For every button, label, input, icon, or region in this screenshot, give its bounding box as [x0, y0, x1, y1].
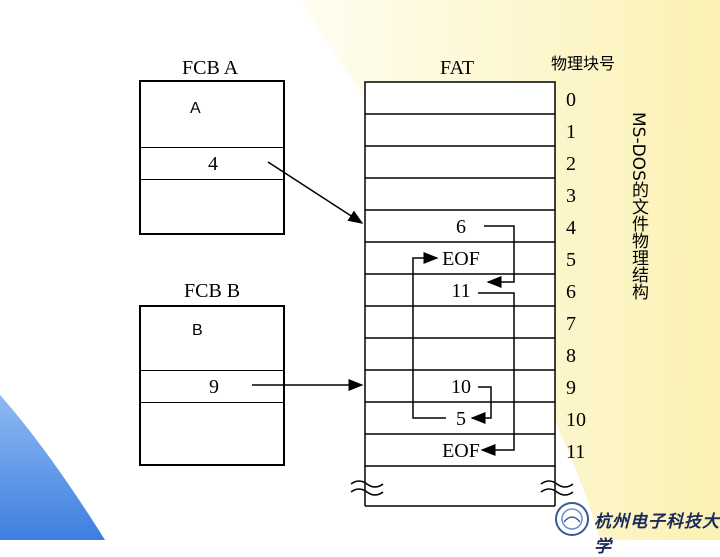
- chain-a-6-to-11: [478, 292, 515, 456]
- fcb-a-name: A: [190, 100, 201, 117]
- block-number-1: 1: [566, 121, 576, 143]
- block-number-4: 4: [566, 217, 576, 239]
- fcb-a-title: FCB A: [182, 57, 239, 79]
- block-number-2: 2: [566, 153, 576, 175]
- logo-emblem-icon: [555, 502, 589, 536]
- fcb-a-pointer-arrow: [267, 161, 364, 224]
- fcb-a-divider: [141, 147, 283, 148]
- blue-corner: [0, 395, 105, 540]
- block-number-8: 8: [566, 345, 576, 367]
- block-number-11: 11: [566, 441, 586, 463]
- block-number-10: 10: [566, 409, 586, 431]
- block-number-9: 9: [566, 377, 576, 399]
- fcb-a-box: A 4: [139, 80, 285, 235]
- block-number-7: 7: [566, 313, 576, 335]
- fcb-b-start-block: 9: [209, 376, 219, 398]
- fcb-b-divider: [141, 402, 283, 403]
- fat-entry-5: EOF: [442, 248, 480, 270]
- block-number-header: 物理块号: [551, 54, 616, 73]
- fcb-a-divider: [141, 179, 283, 180]
- fcb-a-start-block: 4: [208, 153, 218, 175]
- fat-entry-10: 5: [456, 408, 466, 430]
- block-number-3: 3: [566, 185, 576, 207]
- fcb-b-title: FCB B: [184, 280, 241, 302]
- fat-entry-6: 11: [451, 280, 471, 302]
- chain-a-4-to-6: [484, 225, 515, 288]
- fat-title: FAT: [440, 57, 475, 79]
- fat-rows: [365, 113, 555, 435]
- chain-b-10-to-5: [412, 252, 446, 419]
- fat-entry-11: EOF: [442, 440, 480, 462]
- university-logo: [555, 502, 589, 536]
- fat-entry-9: 10: [451, 376, 471, 398]
- logo-text: 杭州电子科技大学: [594, 512, 720, 557]
- break-mark-right: [540, 480, 574, 496]
- fat-table: [252, 81, 574, 507]
- block-number-0: 0: [566, 89, 576, 111]
- block-number-5: 5: [566, 249, 576, 271]
- chain-b-9-to-10: [470, 386, 492, 424]
- fat-entry-4: 6: [456, 216, 466, 238]
- block-number-6: 6: [566, 281, 576, 303]
- fcb-b-divider: [141, 370, 283, 371]
- break-mark-left: [350, 480, 384, 496]
- fcb-b-name: B: [192, 322, 203, 339]
- vertical-title: MS-DOS的文件物理结构: [628, 112, 648, 300]
